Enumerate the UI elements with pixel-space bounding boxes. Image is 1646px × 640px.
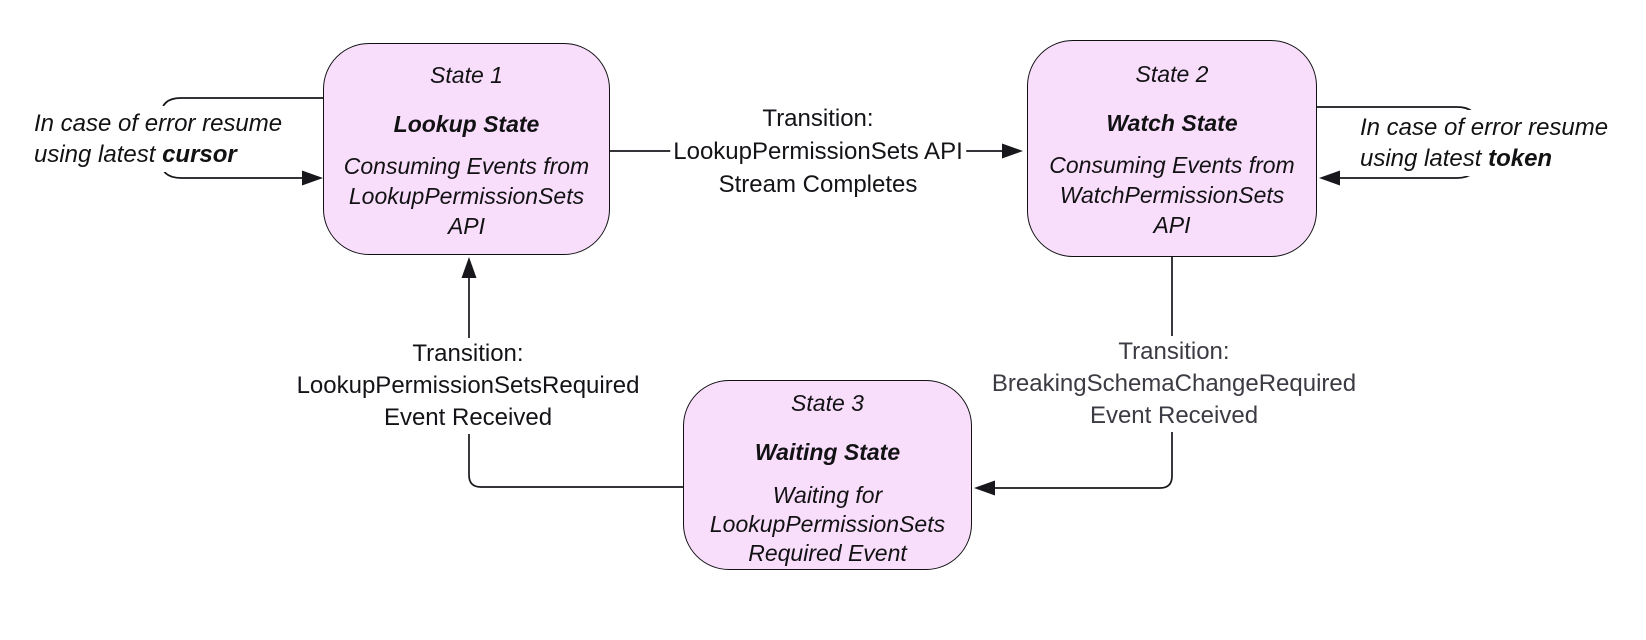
arrowhead-state1-state2 <box>1002 143 1023 159</box>
transition-label-line: Event Received <box>383 404 553 431</box>
error-loop-line2: using latest token <box>1360 143 1608 174</box>
transition-label-line: LookupPermissionSetsRequired <box>296 372 640 399</box>
transition-label-line: Transition: <box>1118 338 1230 365</box>
state2-description: Consuming Events from WatchPermissionSet… <box>1049 152 1295 238</box>
transition-line-state2-state3 <box>993 257 1173 489</box>
error-loop-bold-word: token <box>1488 145 1553 172</box>
transition-line-state3-state1 <box>468 277 683 488</box>
transition-label-state3-state1: Transition: LookupPermissionSetsRequired… <box>293 338 643 434</box>
state2-name: Watch State <box>1106 110 1238 136</box>
transition-label-line: Transition: <box>412 340 524 367</box>
state2-box: State 2 Watch State Consuming Events fro… <box>1027 40 1317 257</box>
arrowhead-state3-state1 <box>461 257 477 278</box>
state3-description: Waiting for LookupPermissionSets Require… <box>709 482 946 566</box>
state1-box: State 1 Lookup State Consuming Events fr… <box>323 43 610 255</box>
error-loop-line2: using latest cursor <box>34 139 282 170</box>
arrowhead-error-loop-state1 <box>302 170 323 186</box>
state3-title: State 3 <box>791 390 864 416</box>
transition-label-state1-state2: Transition: LookupPermissionSets API Str… <box>670 102 966 201</box>
transition-label-state2-state3: Transition: BreakingSchemaChangeRequired… <box>988 336 1360 432</box>
error-loop-label-cursor: In case of error resume using latest cur… <box>30 106 287 172</box>
error-loop-bold-word: cursor <box>162 141 237 168</box>
state1-description: Consuming Events from LookupPermissionSe… <box>343 153 590 239</box>
error-loop-line1: In case of error resume <box>34 110 283 137</box>
transition-label-line: BreakingSchemaChangeRequired <box>991 370 1357 397</box>
state2-title: State 2 <box>1135 61 1209 87</box>
state1-title: State 1 <box>430 62 503 88</box>
arrowhead-error-loop-state2 <box>1319 170 1340 186</box>
error-loop-line1: In case of error resume <box>1360 114 1609 141</box>
state1-name: Lookup State <box>393 111 540 137</box>
transition-label-line: LookupPermissionSets API <box>673 138 963 165</box>
arrowhead-state2-state3 <box>974 480 995 496</box>
state3-box: State 3 Waiting State Waiting for Lookup… <box>683 380 972 570</box>
error-loop-line2-prefix: using latest <box>34 141 163 168</box>
state3-name: Waiting State <box>754 439 901 465</box>
error-loop-line2-prefix: using latest <box>1360 145 1489 172</box>
transition-label-line: Event Received <box>1089 402 1259 429</box>
error-loop-label-token: In case of error resume using latest tok… <box>1356 110 1613 176</box>
transition-label-line: Transition: <box>762 105 874 132</box>
transition-label-line: Stream Completes <box>718 171 918 198</box>
